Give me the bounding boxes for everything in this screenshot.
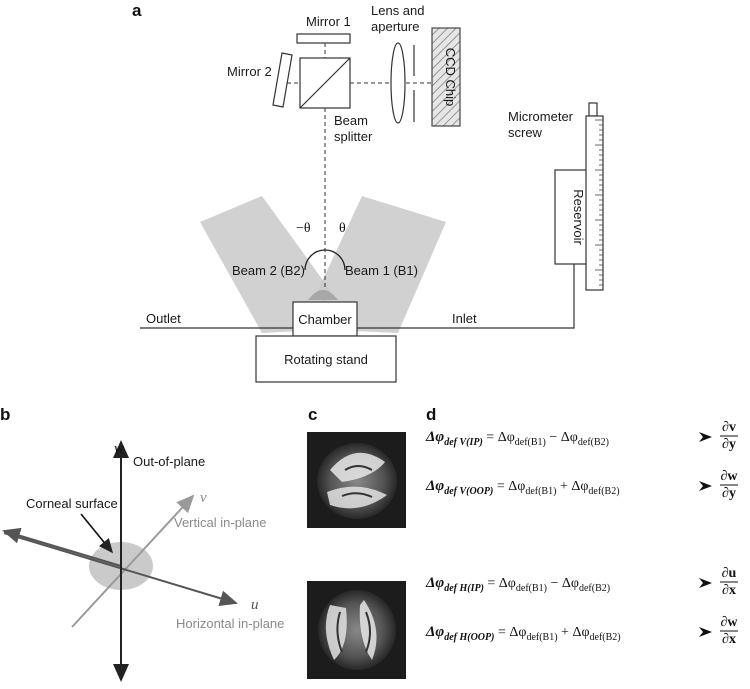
panel-label-b: b (0, 405, 10, 424)
micrometer-label-2: screw (508, 125, 543, 140)
micrometer-scale (595, 119, 603, 286)
svg-text:Δφdef H(OOP) = Δφdef(B1) + Δφd: Δφdef H(OOP) = Δφdef(B1) + Δφdef(B2) (425, 624, 621, 643)
u-label: u (251, 597, 259, 613)
mirror-2-label: Mirror 2 (227, 64, 272, 79)
equation-3: Δφdef H(IP) = Δφdef(B1) − Δφdef(B2) ∂u ∂x (425, 566, 738, 598)
lens (390, 42, 406, 124)
out-of-plane-label: Out-of-plane (133, 454, 205, 469)
svg-text:Δφdef V(IP) = Δφdef(B1) − Δφde: Δφdef V(IP) = Δφdef(B1) − Δφdef(B2) (425, 429, 609, 448)
outlet-label: Outlet (146, 311, 181, 326)
mirror-1-label: Mirror 1 (306, 14, 351, 29)
panel-label-d: d (426, 405, 436, 424)
ccd-chip (431, 27, 461, 127)
micrometer-screw (585, 115, 604, 291)
reservoir-label: Reservoir (571, 189, 586, 245)
beam-1 (318, 196, 446, 333)
beam-2-label: Beam 2 (B2) (232, 263, 305, 278)
chamber-label: Chamber (298, 312, 352, 327)
equation-2: Δφdef V(OOP) = Δφdef(B1) + Δφdef(B2) ∂w ∂y (425, 469, 738, 501)
optical-path (287, 43, 432, 290)
tube-line (140, 264, 575, 329)
implies-arrow (699, 432, 712, 442)
theta-positive: θ (339, 221, 346, 236)
splitter-label-2: splitter (334, 129, 373, 144)
implies-arrow (699, 578, 712, 588)
micrometer-knob (588, 102, 598, 117)
mirror-2 (272, 52, 293, 108)
fraction-numerator: ∂v (722, 420, 736, 435)
fraction-denominator: ∂x (722, 632, 736, 647)
theta-negative: −θ (296, 221, 311, 236)
chamber (292, 301, 358, 337)
lens-label-1: Lens and (371, 3, 425, 18)
fraction-numerator: ∂w (720, 469, 738, 484)
panel-label-a: a (132, 1, 142, 20)
beam-1-label: Beam 1 (B1) (345, 263, 418, 278)
splitter-label-1: Beam (334, 113, 368, 128)
lens-label-2: aperture (371, 19, 419, 34)
beam-overlap (308, 290, 338, 300)
equations: Δφdef V(IP) = Δφdef(B1) − Δφdef(B2)∂v∂yΔ… (425, 420, 738, 647)
vertical-in-plane-label: Vertical in-plane (174, 515, 267, 530)
fringe-image-vertical (307, 432, 406, 528)
svg-text:Δφdef H(IP) = Δφdef(B1) − Δφde: Δφdef H(IP) = Δφdef(B1) − Δφdef(B2) (425, 575, 610, 594)
fraction-denominator: ∂y (722, 486, 736, 501)
w-label: w (114, 441, 124, 457)
beam-2 (200, 196, 330, 333)
rotating-stand (255, 335, 397, 383)
corneal-surface-label: Corneal surface (26, 496, 118, 511)
implies-arrow (699, 481, 712, 491)
mirror-1 (296, 33, 351, 44)
panel-label-c: c (308, 405, 317, 424)
u-axis-negative (2, 527, 122, 567)
theta-arc (304, 249, 346, 271)
fraction-numerator: ∂u (722, 566, 737, 581)
fraction-numerator: ∂w (720, 615, 738, 630)
horizontal-in-plane-label: Horizontal in-plane (176, 616, 284, 631)
svg-text:Δφdef V(OOP) = Δφdef(B1) + Δφd: Δφdef V(OOP) = Δφdef(B1) + Δφdef(B2) (425, 478, 620, 497)
fringe-image-horizontal (307, 581, 406, 679)
equation-4: Δφdef H(OOP) = Δφdef(B1) + Δφdef(B2) ∂w ∂x (425, 615, 738, 647)
implies-arrow (699, 627, 712, 637)
equation-1: Δφdef V(IP) = Δφdef(B1) − Δφdef(B2) ∂v ∂y (425, 420, 738, 452)
corneal-pointer (80, 513, 114, 554)
stand-label: Rotating stand (284, 352, 368, 367)
micrometer-label-1: Micrometer (508, 109, 574, 124)
inlet-label: Inlet (452, 311, 477, 326)
ccd-label: CCD Chip (443, 48, 458, 107)
fraction-denominator: ∂x (722, 583, 736, 598)
v-label: v (200, 490, 207, 506)
v-axis (71, 494, 195, 628)
fraction-denominator: ∂y (722, 437, 736, 452)
